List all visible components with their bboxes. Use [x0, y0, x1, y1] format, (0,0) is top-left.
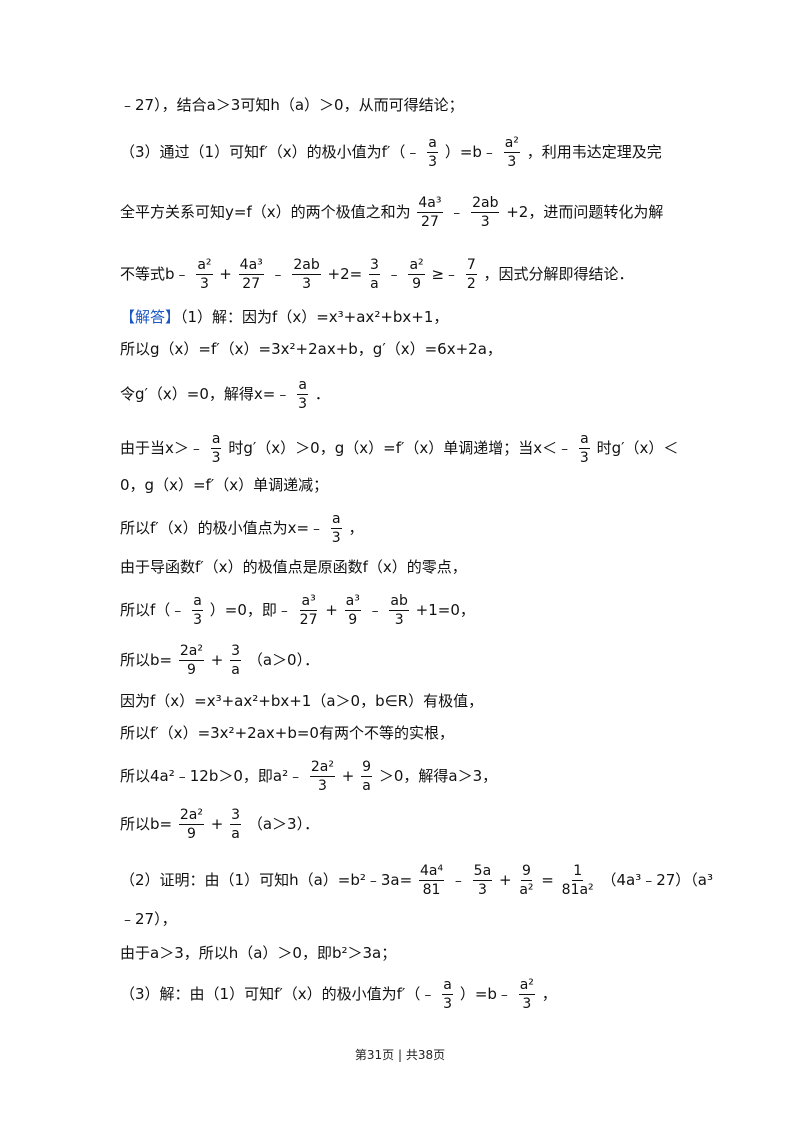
- page-footer: 第31页 | 共38页: [354, 1048, 446, 1062]
- text-line-14: 因为f（x）=x³+ax²+bx+1（a＞0，b∈R）有极值，: [120, 692, 484, 710]
- text-line-15: 所以f′（x）=3x²+2ax+b=0有两个不等的实根，: [120, 724, 454, 742]
- text-line-9: 0，g（x）=f′（x）单调递减；: [120, 476, 329, 494]
- text-line-19: ﹣27），: [120, 910, 177, 928]
- text-line-6: 所以g（x）=f′（x）=3x²+2ax+b，g′（x）=6x+2a，: [120, 340, 502, 358]
- text-line-1: ﹣27），结合a＞3可知h（a）＞0，从而可得结论；: [120, 96, 464, 114]
- answer-tag: 【解答】: [120, 308, 181, 326]
- text-line-11: 由于导函数f′（x）的极值点是原函数f（x）的零点，: [120, 558, 467, 576]
- text-line-20: 由于a＞3，所以h（a）＞0，即b²＞3a；: [120, 944, 397, 962]
- text-line-5: 【解答】（1）解：因为f（x）=x³+ax²+bx+1，: [120, 308, 449, 326]
